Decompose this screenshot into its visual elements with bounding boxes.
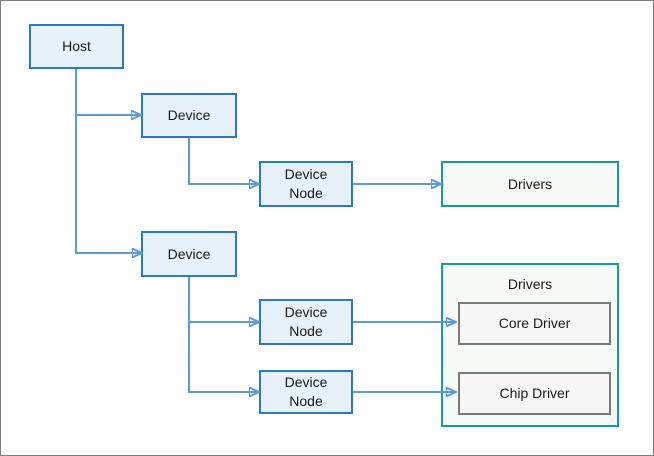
node-device-1: Device (141, 93, 237, 138)
drivers-group-title: Drivers (507, 276, 553, 292)
node-host: Host (29, 24, 124, 69)
node-device-node-1-label: Device Node (284, 166, 328, 201)
connector-device2-to-devnode3 (188, 277, 259, 392)
node-core-driver: Core Driver (458, 302, 611, 345)
node-device-node-3-label: Device Node (284, 374, 328, 409)
node-drivers-1: Drivers (441, 161, 619, 207)
node-device-node-3: Device Node (259, 370, 353, 414)
connector-host-to-device2 (75, 69, 142, 253)
node-device-2: Device (141, 231, 237, 277)
node-drivers-1-label: Drivers (507, 175, 553, 192)
node-device-1-label: Device (167, 107, 211, 123)
node-device-2-label: Device (167, 245, 211, 262)
node-chip-driver-label: Chip Driver (499, 385, 570, 401)
node-device-node-2: Device Node (259, 299, 353, 345)
connector-device1-to-devnode1 (188, 138, 259, 184)
node-device-node-2-label: Device Node (284, 304, 328, 339)
node-chip-driver: Chip Driver (458, 372, 611, 415)
node-core-driver-label: Core Driver (498, 315, 571, 331)
drivers-group-container: Drivers Core Driver Chip Driver (441, 263, 619, 427)
node-host-label: Host (62, 38, 91, 54)
node-device-node-1: Device Node (259, 161, 353, 207)
